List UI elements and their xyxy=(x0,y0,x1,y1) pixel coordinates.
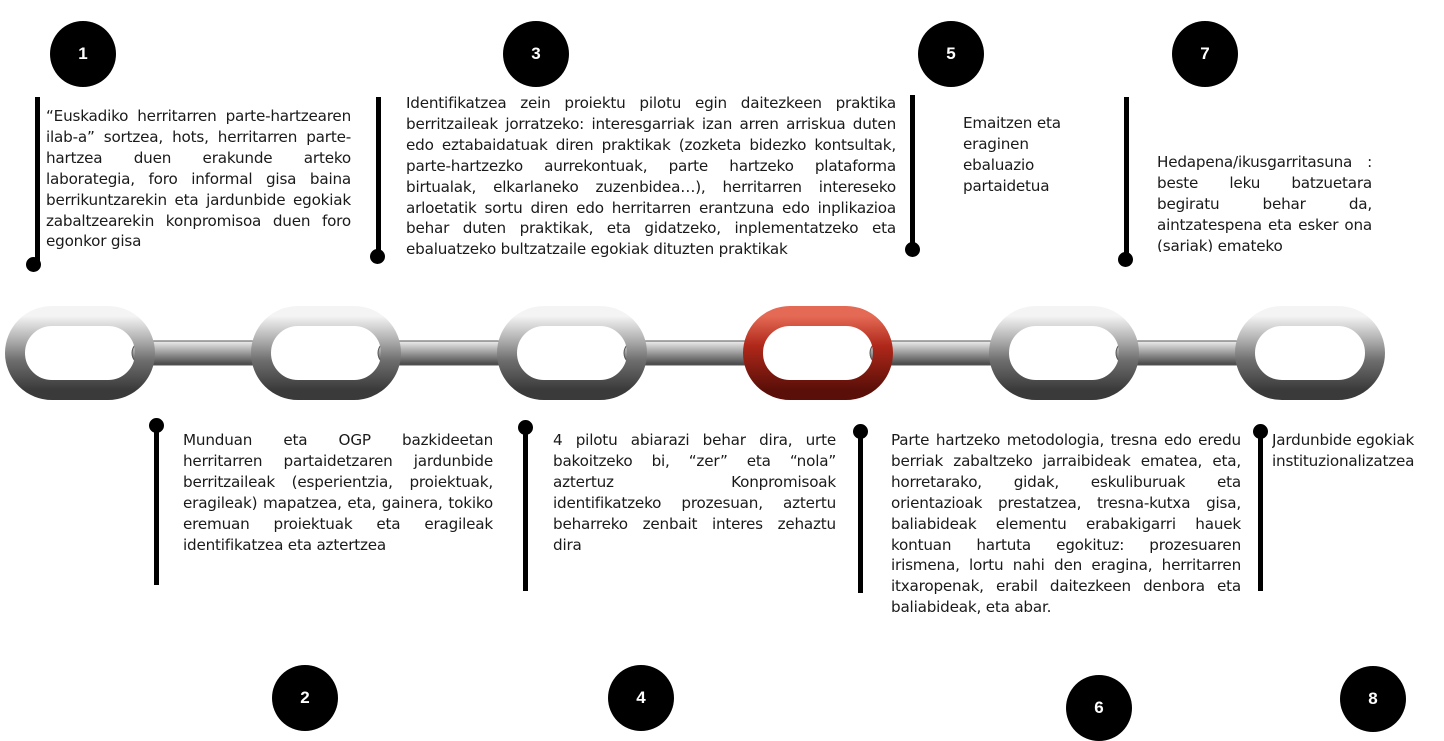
connector-dot xyxy=(905,242,920,257)
chain-links xyxy=(5,306,1385,400)
step-number: 6 xyxy=(1094,698,1104,717)
step-6-text: Parte hartzeko metodologia, tresna edo e… xyxy=(891,431,1241,617)
chain-link xyxy=(989,306,1139,400)
connector-line xyxy=(1124,97,1129,257)
step-number: 3 xyxy=(531,44,541,63)
step-6-badge: 6 xyxy=(1066,675,1132,741)
step-4-badge: 4 xyxy=(608,665,674,731)
step-number: 2 xyxy=(300,688,310,707)
step-number: 4 xyxy=(636,688,646,707)
connector-line xyxy=(35,97,40,265)
chain-link xyxy=(251,306,401,400)
step-3-badge: 3 xyxy=(503,21,569,87)
step-4-text: 4 pilotu abiarazi behar dira, urte bakoi… xyxy=(553,431,836,554)
connector-line xyxy=(154,425,159,585)
connector-line xyxy=(1258,431,1263,591)
connector-line xyxy=(523,427,528,591)
connector-line xyxy=(376,97,381,255)
step-8-text: Jardunbide egokiak instituzionalizatzea xyxy=(1272,431,1415,470)
chain-link xyxy=(497,306,647,400)
step-2-badge: 2 xyxy=(272,665,338,731)
step-number: 5 xyxy=(946,44,956,63)
connector-line xyxy=(910,95,915,247)
step-2-text: Munduan eta OGP bazkideetan herritarren … xyxy=(183,431,493,554)
step-1-text: “Euskadiko herritarren parte-hartzearen … xyxy=(46,107,351,251)
chain-link xyxy=(5,306,155,400)
connector-dot xyxy=(26,257,41,272)
step-number: 7 xyxy=(1200,44,1210,63)
connector-dot xyxy=(1118,252,1133,267)
step-7-badge: 7 xyxy=(1172,21,1238,87)
step-5-text: Emaitzen eta eraginen ebaluazio partaide… xyxy=(963,114,1061,195)
connector-dot xyxy=(370,249,385,264)
step-3-text: Identifikatzea zein proiektu pilotu egin… xyxy=(406,94,896,259)
step-5-badge: 5 xyxy=(918,21,984,87)
step-7-text: Hedapena/ikusgarritasuna : beste leku ba… xyxy=(1157,153,1372,252)
step-number: 8 xyxy=(1368,689,1378,708)
step-8-badge: 8 xyxy=(1340,666,1406,732)
connector-line xyxy=(858,431,863,593)
chain-link-highlighted xyxy=(743,306,893,400)
step-number: 1 xyxy=(78,44,88,63)
step-1-badge: 1 xyxy=(50,21,116,87)
chain-link xyxy=(1235,306,1385,400)
chain-bars xyxy=(131,340,1249,366)
